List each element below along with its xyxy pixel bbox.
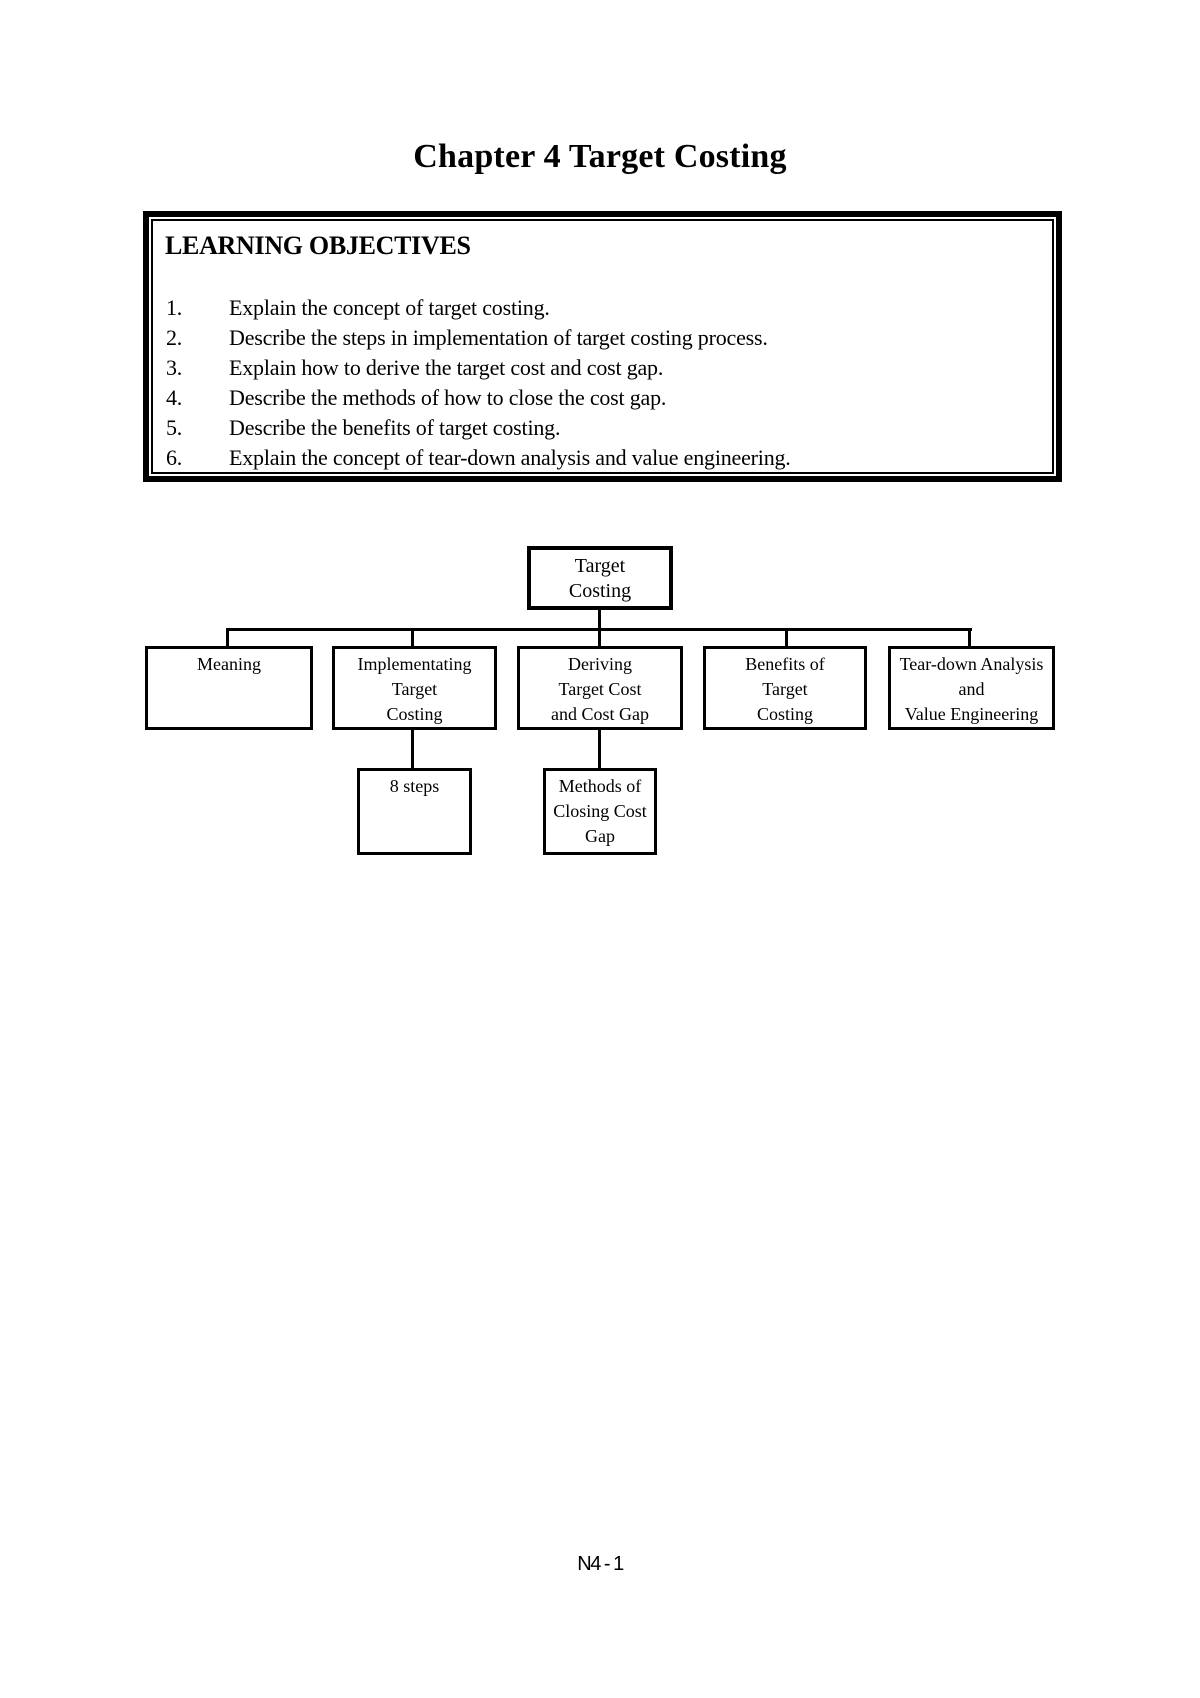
org-chart: Target Costing Meaning Implementating Ta… bbox=[145, 546, 1055, 855]
objective-number: 6. bbox=[166, 445, 183, 470]
connector-stub-teardown bbox=[968, 628, 971, 646]
node-deriving-target-cost-gap: Deriving Target Cost and Cost Gap bbox=[517, 646, 683, 730]
objective-text: Explain the concept of target costing. bbox=[229, 295, 550, 320]
learning-objectives-box: LEARNING OBJECTIVES 1. Explain the conce… bbox=[143, 211, 1062, 482]
page-number: N4 - 1 bbox=[577, 1553, 624, 1575]
objective-item: 1. Explain the concept of target costing… bbox=[163, 293, 1042, 323]
node-meaning: Meaning bbox=[145, 646, 313, 730]
objective-number: 2. bbox=[166, 325, 183, 350]
objective-number: 3. bbox=[166, 355, 183, 380]
objective-item: 5. Describe the benefits of target costi… bbox=[163, 413, 1042, 443]
objective-text: Describe the steps in implementation of … bbox=[229, 325, 768, 350]
connector-deriving-to-methods bbox=[598, 730, 601, 768]
objectives-heading: LEARNING OBJECTIVES bbox=[165, 231, 471, 260]
page-title: Chapter 4 Target Costing bbox=[413, 138, 787, 175]
learning-objectives-inner-border: LEARNING OBJECTIVES 1. Explain the conce… bbox=[151, 219, 1054, 474]
node-teardown-value-engineering: Tear-down Analysis and Value Engineering bbox=[888, 646, 1055, 730]
objective-number: 5. bbox=[166, 415, 183, 440]
objective-item: 6. Explain the concept of tear-down anal… bbox=[163, 443, 1042, 473]
connector-root-vertical bbox=[598, 610, 601, 628]
node-target-costing: Target Costing bbox=[527, 546, 673, 610]
objectives-list: 1. Explain the concept of target costing… bbox=[163, 293, 1042, 473]
objective-text: Describe the benefits of target costing. bbox=[229, 415, 561, 440]
node-methods-closing-cost-gap: Methods of Closing Cost Gap bbox=[543, 768, 657, 855]
connector-stub-deriving bbox=[598, 628, 601, 646]
node-implementing-target-costing: Implementating Target Costing bbox=[332, 646, 497, 730]
objective-item: 2. Describe the steps in implementation … bbox=[163, 323, 1042, 353]
connector-implementing-to-steps bbox=[411, 730, 414, 768]
objective-item: 3. Explain how to derive the target cost… bbox=[163, 353, 1042, 383]
objective-text: Explain the concept of tear-down analysi… bbox=[229, 445, 791, 470]
node-8-steps: 8 steps bbox=[357, 768, 472, 855]
objective-number: 1. bbox=[166, 295, 183, 320]
node-benefits-target-costing: Benefits of Target Costing bbox=[703, 646, 867, 730]
objective-item: 4. Describe the methods of how to close … bbox=[163, 383, 1042, 413]
objective-number: 4. bbox=[166, 385, 183, 410]
connector-stub-implementing bbox=[411, 628, 414, 646]
connector-stub-benefits bbox=[785, 628, 788, 646]
objective-text: Explain how to derive the target cost an… bbox=[229, 355, 664, 380]
connector-stub-meaning bbox=[226, 628, 229, 646]
objective-text: Describe the methods of how to close the… bbox=[229, 385, 667, 410]
